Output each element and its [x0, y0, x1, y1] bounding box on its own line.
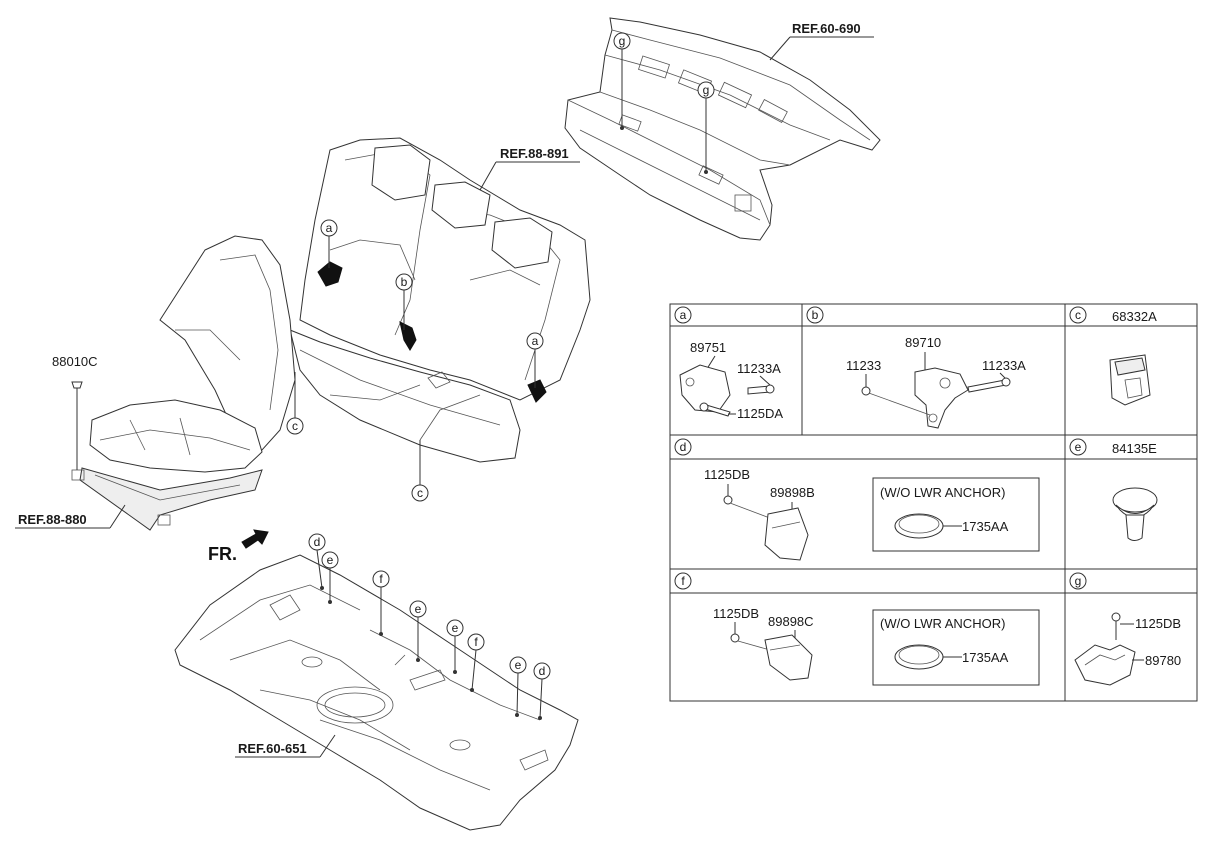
svg-text:(W/O LWR ANCHOR): (W/O LWR ANCHOR) [880, 485, 1005, 500]
cell-d-parts: 1125DB 89898B (W/O LWR ANCHOR) 1735AA [704, 467, 1040, 561]
svg-text:REF.60-651: REF.60-651 [238, 741, 307, 756]
svg-text:89898B: 89898B [770, 485, 815, 500]
svg-text:g: g [703, 83, 710, 97]
cell-f-parts: 1125DB 89898C (W/O LWR ANCHOR) 1735AA [713, 606, 1040, 686]
callout-d-floor-1: d [308, 533, 326, 589]
callout-e-floor-4: e [509, 656, 527, 716]
front-seat [71, 235, 296, 531]
svg-text:11233: 11233 [846, 358, 881, 373]
callout-a-2: a [526, 332, 544, 388]
svg-text:89780: 89780 [1145, 653, 1181, 668]
svg-text:1125DB: 1125DB [1135, 616, 1181, 631]
cell-d-header: d [674, 438, 692, 456]
front-direction-indicator: FR. [208, 529, 269, 564]
cell-f-header: f [674, 572, 692, 590]
parts-table [669, 303, 1198, 702]
label-88010C: 88010C [52, 354, 98, 470]
rear-shelf-panel [564, 17, 881, 241]
callout-g-2: g [697, 81, 715, 172]
svg-text:f: f [379, 572, 383, 586]
cell-a-parts: 89751 11233A 1125DA [679, 340, 783, 421]
callout-c-2: c [411, 440, 429, 502]
cell-a-header: a [674, 306, 692, 324]
callout-e-floor-3: e [446, 619, 464, 672]
svg-text:REF.60-690: REF.60-690 [792, 21, 861, 36]
svg-text:e: e [327, 553, 334, 567]
svg-text:a: a [680, 308, 687, 322]
svg-text:a: a [326, 221, 333, 235]
svg-text:1125DA: 1125DA [737, 406, 783, 421]
svg-text:1735AA: 1735AA [962, 650, 1009, 665]
floor-panel [174, 554, 579, 831]
svg-text:e: e [1075, 440, 1082, 454]
svg-text:REF.88-880: REF.88-880 [18, 512, 87, 527]
svg-text:b: b [812, 308, 819, 322]
svg-text:11233A: 11233A [982, 358, 1026, 373]
callout-d-floor-2: d [533, 662, 551, 719]
svg-text:FR.: FR. [208, 544, 237, 564]
callout-b: b [395, 273, 413, 330]
svg-text:c: c [417, 486, 423, 500]
svg-text:88010C: 88010C [52, 354, 98, 369]
rear-seat [289, 137, 591, 463]
ref-front-seat: REF.88-880 [15, 504, 126, 529]
svg-text:89898C: 89898C [768, 614, 814, 629]
svg-text:(W/O LWR ANCHOR): (W/O LWR ANCHOR) [880, 616, 1005, 631]
svg-text:e: e [415, 602, 422, 616]
callout-e-floor-1: e [321, 551, 339, 602]
cell-c-header: c 68332A [1069, 306, 1157, 324]
svg-text:b: b [401, 275, 408, 289]
svg-text:a: a [532, 334, 539, 348]
svg-text:d: d [680, 440, 687, 454]
callout-f-floor-1: f [372, 570, 390, 634]
svg-text:g: g [619, 34, 626, 48]
svg-text:68332A: 68332A [1112, 309, 1157, 324]
cell-b-header: b [806, 306, 824, 324]
svg-text:e: e [515, 658, 522, 672]
svg-text:89751: 89751 [690, 340, 726, 355]
svg-text:89710: 89710 [905, 335, 941, 350]
svg-text:f: f [474, 635, 478, 649]
svg-text:11233A: 11233A [737, 361, 781, 376]
cell-c-part-68332A [1109, 354, 1151, 406]
svg-text:1125DB: 1125DB [704, 467, 750, 482]
cell-e-part-84135E [1112, 487, 1158, 541]
svg-text:e: e [452, 621, 459, 635]
svg-text:c: c [292, 419, 298, 433]
callout-e-floor-2: e [409, 600, 427, 660]
callout-a-1: a [320, 219, 338, 268]
svg-text:1735AA: 1735AA [962, 519, 1009, 534]
svg-text:84135E: 84135E [1112, 441, 1157, 456]
svg-text:c: c [1075, 308, 1081, 322]
ref-rear-shelf: REF.60-690 [769, 21, 874, 61]
ref-floor: REF.60-651 [235, 734, 336, 758]
svg-text:f: f [681, 574, 685, 588]
callout-g-1: g [613, 32, 631, 128]
svg-text:d: d [539, 664, 546, 678]
callout-f-floor-2: f [467, 633, 485, 691]
svg-text:REF.88-891: REF.88-891 [500, 146, 569, 161]
svg-text:d: d [314, 535, 321, 549]
svg-text:1125DB: 1125DB [713, 606, 759, 621]
cell-g-header: g [1069, 572, 1087, 590]
cell-e-header: e 84135E [1069, 438, 1157, 456]
svg-text:g: g [1075, 574, 1082, 588]
cell-g-parts: 1125DB 89780 [1074, 612, 1181, 686]
ref-rear-seat: REF.88-891 [479, 146, 580, 191]
cell-b-parts: 89710 11233 11233A [846, 335, 1026, 429]
